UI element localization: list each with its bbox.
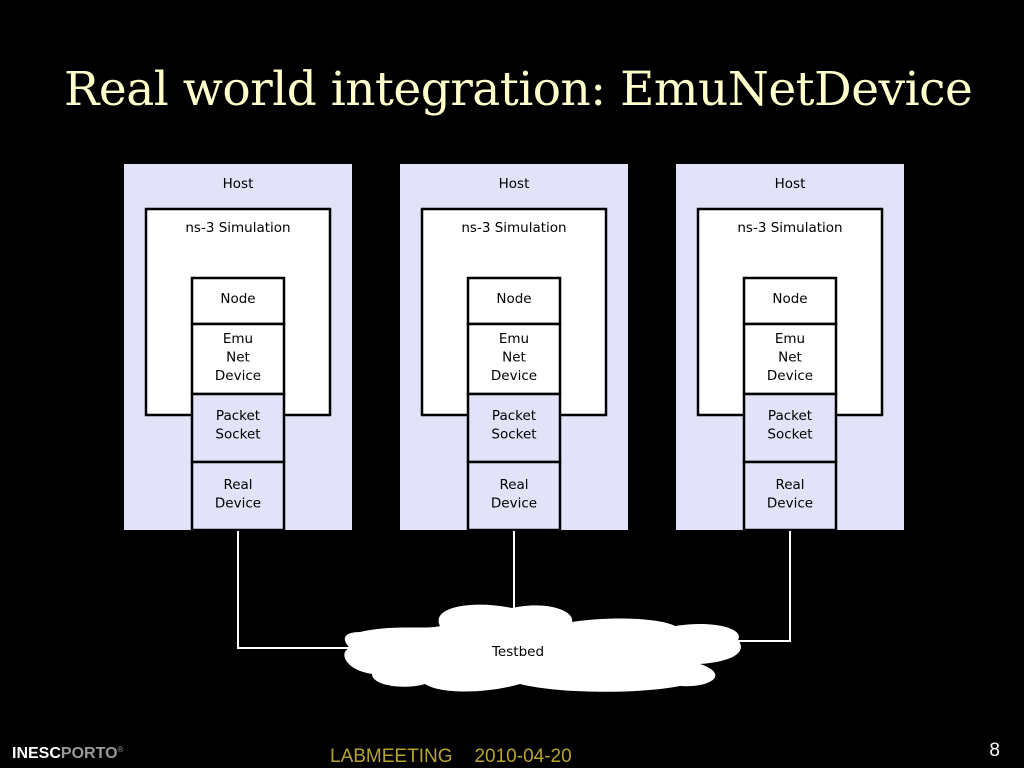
logo-inesc: INESC <box>12 745 61 762</box>
packet-socket-box <box>466 392 562 464</box>
node-label: Node <box>772 291 807 307</box>
real-device-box <box>466 460 562 532</box>
page-number: 8 <box>989 740 1000 761</box>
emu-net-device-label-line-1: Emu <box>775 331 805 347</box>
testbed-cloud: Testbed <box>344 604 741 692</box>
packet-socket-label-line-2: Socket <box>767 427 812 443</box>
real-device-label-line-1: Real <box>223 477 252 493</box>
emu-net-device-label-line-3: Device <box>491 368 537 384</box>
wire-host-1 <box>237 531 360 649</box>
ns3-simulation-label: ns-3 Simulation <box>737 220 842 236</box>
emu-net-device-label-line-3: Device <box>215 368 261 384</box>
wire-host-3 <box>728 531 791 642</box>
packet-socket-label-line-1: Packet <box>216 408 260 424</box>
real-device-label-line-2: Device <box>215 496 261 512</box>
emu-net-device-label-line-1: Emu <box>223 331 253 347</box>
host-label: Host <box>223 176 254 192</box>
footer-date: 2010-04-20 <box>474 746 572 767</box>
testbed-label: Testbed <box>491 644 544 660</box>
testbed-connections <box>237 531 791 649</box>
inesc-porto-logo: INESCPORTO® <box>12 745 123 763</box>
emu-net-device-label-line-3: Device <box>767 368 813 384</box>
emu-net-device-label-line-1: Emu <box>499 331 529 347</box>
logo-porto: PORTO <box>60 745 118 762</box>
node-label: Node <box>220 291 255 307</box>
real-device-box <box>742 460 838 532</box>
packet-socket-label-line-1: Packet <box>492 408 536 424</box>
ns3-simulation-label: ns-3 Simulation <box>461 220 566 236</box>
logo-registered-mark: ® <box>117 745 124 754</box>
cloud-shape <box>344 604 741 692</box>
footer-meeting-name: LABMEETING <box>330 746 453 767</box>
emu-net-device-label-line-2: Net <box>778 350 802 366</box>
packet-socket-label-line-1: Packet <box>768 408 812 424</box>
emu-net-device-box <box>190 322 286 396</box>
host-label: Host <box>775 176 806 192</box>
node-box <box>466 276 562 326</box>
node-label: Node <box>496 291 531 307</box>
emu-net-device-label-line-2: Net <box>226 350 250 366</box>
real-device-box <box>190 460 286 532</box>
node-box <box>190 276 286 326</box>
emu-net-device-label-line-2: Net <box>502 350 526 366</box>
packet-socket-label-line-2: Socket <box>215 427 260 443</box>
real-device-label-line-1: Real <box>775 477 804 493</box>
real-device-label-line-1: Real <box>499 477 528 493</box>
slide-title: Real world integration: EmuNetDevice <box>64 62 973 117</box>
real-device-label-line-2: Device <box>767 496 813 512</box>
packet-socket-label-line-2: Socket <box>491 427 536 443</box>
real-device-label-line-2: Device <box>491 496 537 512</box>
emu-net-device-box <box>466 322 562 396</box>
footer-meeting: LABMEETING 2010-04-20 <box>330 746 572 768</box>
ns3-simulation-label: ns-3 Simulation <box>185 220 290 236</box>
host-label: Host <box>499 176 530 192</box>
